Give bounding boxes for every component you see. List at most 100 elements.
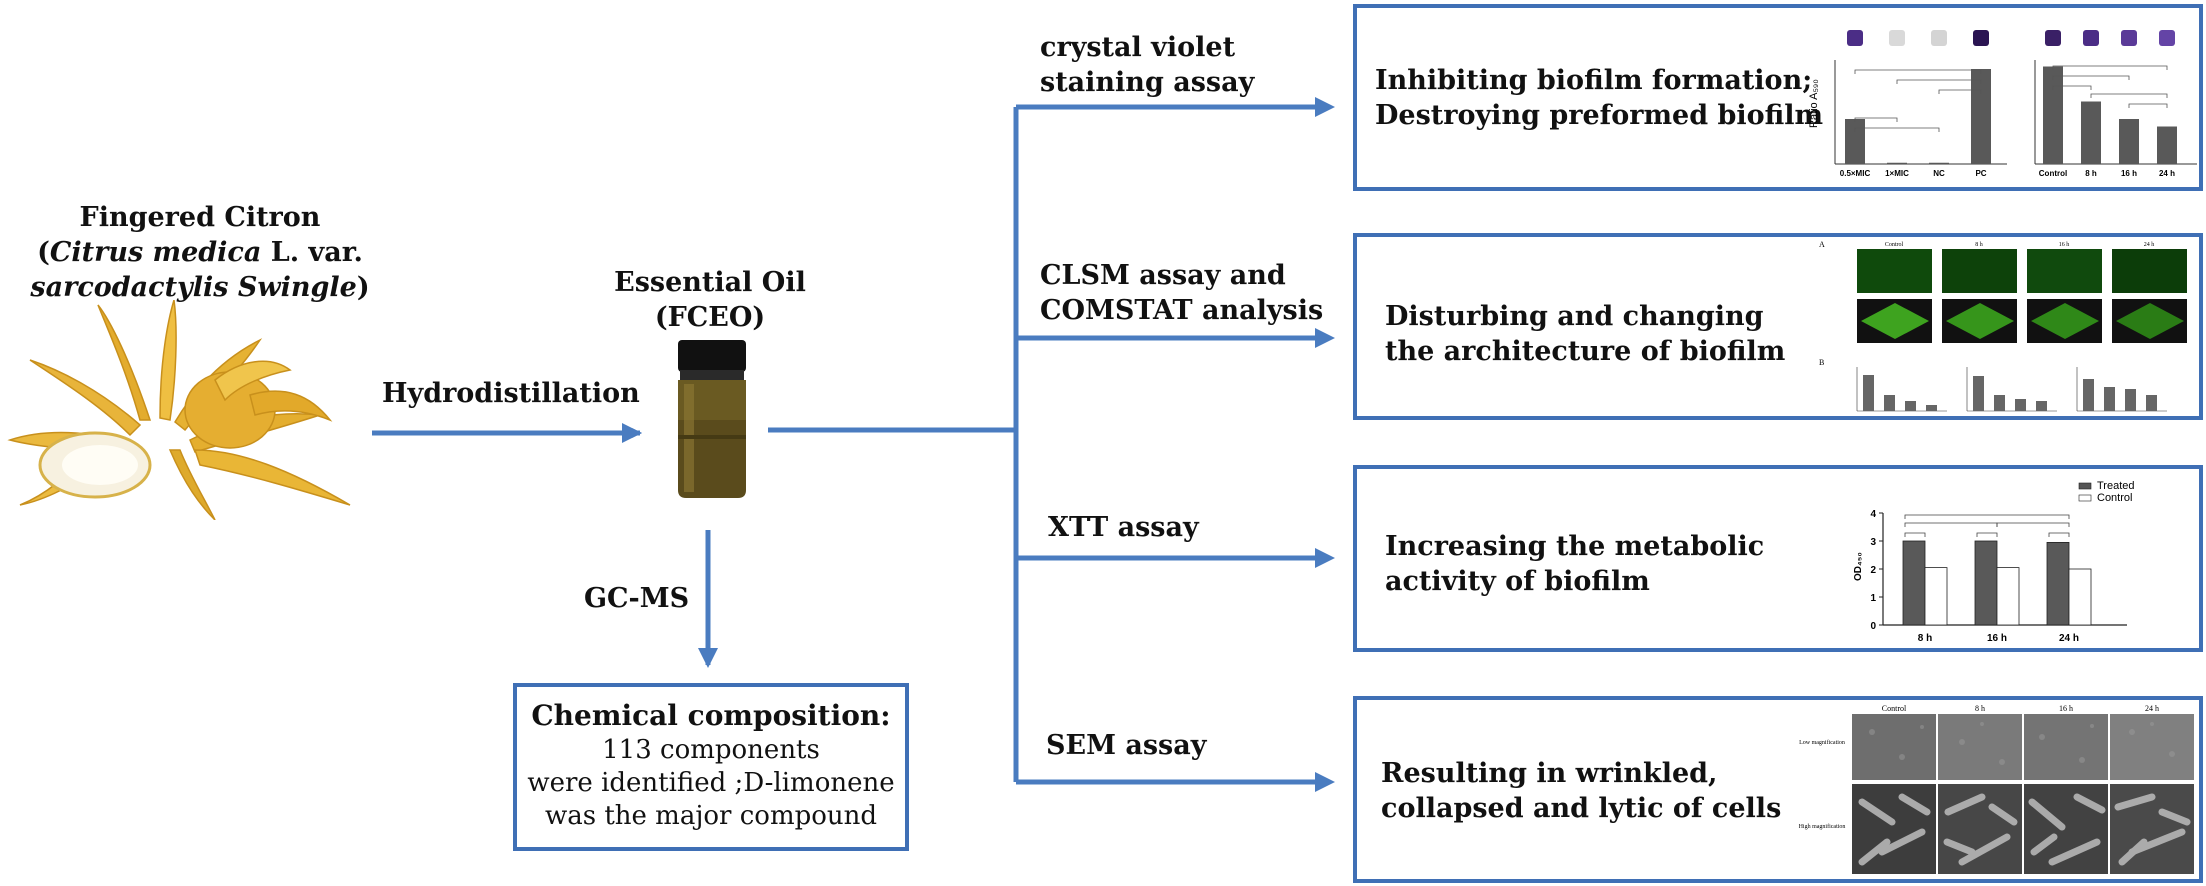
source-name: Fingered Citron — [79, 202, 321, 233]
xtt-bar-treated — [1902, 540, 1926, 626]
clsm-header-label: 8 h — [1975, 242, 1983, 248]
xtt-chart: Treated Control 0 1 2 3 4 OD₄₅₀ 8 h 16 h 24 h — [1853, 480, 2135, 644]
clsm-3d-row — [1857, 299, 2187, 343]
essential-oil-title: Essential Oil (FCEO) — [590, 265, 830, 335]
cv-right-tick: 24 h — [2159, 169, 2175, 178]
xtt-legend-control: Control — [2097, 492, 2132, 504]
source-variety-line: sarcodactylis Swingle) — [30, 272, 370, 303]
cv-wells-right — [2045, 30, 2175, 46]
cv-left-bar — [1845, 119, 1865, 164]
cv-left-bars — [1845, 69, 1991, 164]
xtt-bar-control — [1996, 567, 2020, 626]
cv-right-bar — [2081, 101, 2101, 164]
fingered-citron-image — [7, 300, 351, 520]
clsm-comstat-bars — [1856, 367, 2167, 412]
clsm-bar — [2083, 379, 2094, 411]
clsm-header-label: Control — [1885, 242, 1904, 248]
clsm-bar — [2104, 387, 2115, 411]
cv-right-tick: Control — [2039, 169, 2067, 178]
source-latin-line: (Citrus medica L. var. — [37, 237, 363, 268]
cv-left-tick: 1×MIC — [1885, 169, 1909, 178]
composition-box: Chemical composition: 113 components wer… — [513, 683, 909, 851]
sem-header-label: 8 h — [1975, 704, 1985, 713]
assay-label-xtt: XTT assay — [1048, 512, 1199, 543]
clsm-bar — [1905, 401, 1916, 411]
sem-row-low: Low magnification — [1799, 739, 1845, 746]
composition-line2: were identified ;D-limonene — [527, 768, 895, 798]
xtt-x-tick: 24 h — [2059, 633, 2079, 644]
composition-line1: 113 components — [602, 735, 820, 765]
cv-right-bar — [2043, 66, 2063, 164]
sem-low-row — [1852, 714, 2194, 780]
clsm-top-row — [1857, 249, 2187, 293]
sem-image-panel: Control 8 h 16 h 24 h Low magnification Hig… — [1799, 704, 2194, 874]
hydrodistillation-label: Hydrodistillation — [382, 378, 640, 409]
clsm-bar — [2146, 395, 2157, 411]
clsm-bar — [1973, 376, 1984, 411]
xtt-bars — [1902, 540, 2092, 626]
clsm-bar — [1884, 395, 1895, 411]
clsm-bar — [1926, 405, 1937, 411]
sem-header-label: 16 h — [2059, 704, 2073, 713]
cv-right-tick: 8 h — [2085, 169, 2097, 178]
result-text-crystal-violet: Inhibiting biofilm formation;Destroying … — [1375, 65, 1824, 131]
xtt-tick-label: 0 — [1870, 621, 1876, 632]
cv-right-bars — [2043, 66, 2177, 164]
sem-header-label: 24 h — [2145, 704, 2159, 713]
clsm-header-label: 16 h — [2059, 242, 2070, 248]
cv-right-tick: 16 h — [2121, 169, 2137, 178]
cv-left-tick: NC — [1933, 169, 1945, 178]
clsm-bar — [2036, 401, 2047, 411]
xtt-bar-treated — [1974, 540, 1998, 626]
essential-oil-abbrev: (FCEO) — [654, 302, 766, 333]
sem-row-high: High magnification — [1799, 823, 1846, 830]
composition-line3: was the major compound — [544, 801, 878, 831]
cv-right-bar — [2119, 119, 2139, 164]
cv-left-bar — [1887, 162, 1907, 164]
result-text-sem: Resulting in wrinkled,collapsed and lyti… — [1381, 758, 1782, 824]
source-title: Fingered Citron (Citrus medica L. var. s… — [20, 200, 380, 305]
xtt-tick-label: 4 — [1870, 509, 1876, 520]
clsm-bar — [1863, 375, 1874, 411]
cv-left-tick: 0.5×MIC — [1840, 169, 1871, 178]
cv-left-bar — [1929, 162, 1949, 164]
clsm-header-label: 24 h — [2144, 242, 2155, 248]
xtt-tick-label: 2 — [1870, 565, 1876, 576]
gcms-label: GC-MS — [584, 583, 690, 614]
xtt-x-tick: 16 h — [1987, 633, 2007, 644]
sem-header-label: Control — [1882, 704, 1907, 713]
xtt-ylabel: OD₄₅₀ — [1853, 552, 1864, 581]
clsm-bar — [1994, 395, 2005, 411]
clsm-bar — [2125, 389, 2136, 411]
xtt-x-tick: 8 h — [1918, 633, 1932, 644]
cv-left-bar — [1971, 69, 1991, 164]
xtt-tick-label: 3 — [1870, 537, 1876, 548]
xtt-legend-treated: Treated — [2097, 480, 2135, 492]
essential-oil-vial-image — [678, 340, 746, 498]
xtt-bar-control — [2068, 568, 2092, 626]
result-box-sem: Resulting in wrinkled,collapsed and lyti… — [1353, 696, 2203, 883]
xtt-tick-label: 1 — [1870, 593, 1876, 604]
clsm-label-a: A — [1819, 240, 1825, 249]
clsm-label-b: B — [1819, 358, 1824, 367]
crystal-violet-chart-right: Control 8 h 16 h 24 h — [2034, 30, 2197, 178]
xtt-bar-control — [1924, 567, 1948, 626]
cv-right-bar — [2157, 126, 2177, 164]
cv-wells-left — [1847, 30, 1989, 46]
cv-left-tick: PC — [1975, 169, 1986, 178]
essential-oil-name: Essential Oil — [614, 267, 806, 298]
assay-label-sem: SEM assay — [1046, 730, 1207, 761]
clsm-bar — [2015, 399, 2026, 411]
clsm-image-panel: A Control 8 h 16 h 24 h B — [1819, 240, 2187, 412]
xtt-bar-treated — [2046, 542, 2070, 626]
cv-left-ylabel: Ratio A₅₉₀ — [1808, 79, 1820, 128]
result-box-crystal-violet: Inhibiting biofilm formation;Destroying … — [1353, 4, 2203, 191]
crystal-violet-chart-left: Ratio A₅₉₀ 0.5×MIC 1×MIC NC PC — [1808, 30, 2007, 178]
